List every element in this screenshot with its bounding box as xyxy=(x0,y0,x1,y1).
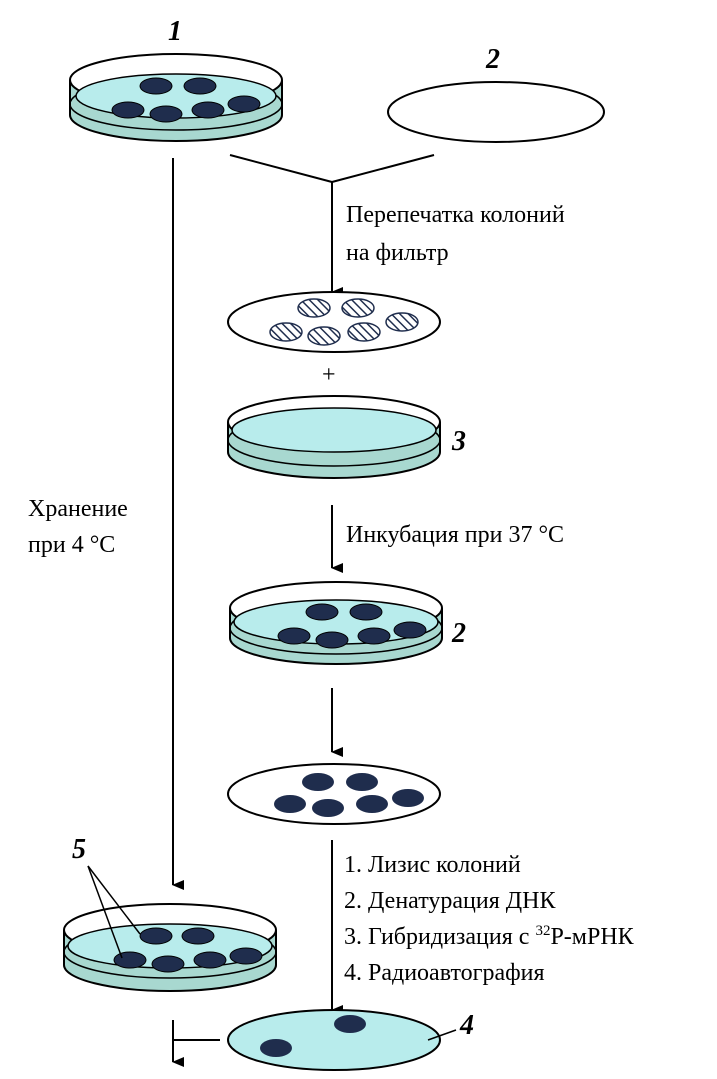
colony xyxy=(183,77,217,95)
incubation-label: Инкубация при 37 °С xyxy=(346,522,564,548)
storage-label-line2: при 4 °С xyxy=(28,532,115,558)
hatched-colony xyxy=(341,298,375,318)
label-2-top: 2 xyxy=(485,44,500,75)
hatched-colony xyxy=(297,298,331,318)
colony xyxy=(305,603,339,621)
colony xyxy=(315,631,349,649)
replica-label-line2: на фильтр xyxy=(346,240,449,266)
petri-dish-5-master xyxy=(63,903,277,992)
replica-label-line1: Перепечатка колоний xyxy=(346,202,565,228)
colony xyxy=(357,627,391,645)
colony xyxy=(227,95,261,113)
colony xyxy=(312,799,344,817)
step-1: 1. Лизис колоний xyxy=(344,852,521,878)
step-4: 4. Радиоавтография xyxy=(344,960,545,986)
positive-signal xyxy=(260,1039,292,1057)
label-3: 3 xyxy=(451,426,466,457)
label-4-leader xyxy=(427,1029,457,1041)
bottom-branch xyxy=(172,1020,220,1067)
hatched-colony xyxy=(269,322,303,342)
plus-sign: + xyxy=(322,362,336,388)
filter-with-replica xyxy=(227,291,441,353)
colony xyxy=(229,947,263,965)
colony xyxy=(392,789,424,807)
step-2: 2. Денатурация ДНК xyxy=(344,888,556,914)
colony xyxy=(181,927,215,945)
petri-dish-2-grown xyxy=(229,581,443,665)
colony xyxy=(393,621,427,639)
colony xyxy=(113,951,147,969)
positive-signal xyxy=(334,1015,366,1033)
colony xyxy=(346,773,378,791)
hatched-colony xyxy=(385,312,419,332)
colony xyxy=(302,773,334,791)
petri-dish-1 xyxy=(69,53,283,142)
label-4: 4 xyxy=(459,1010,474,1041)
colony xyxy=(111,101,145,119)
colonies-dish-5 xyxy=(113,927,263,973)
hatched-colony xyxy=(347,322,381,342)
label-5: 5 xyxy=(72,834,86,865)
colony xyxy=(139,927,173,945)
label-1: 1 xyxy=(168,16,182,47)
colony xyxy=(149,105,183,123)
colonies-dish-2 xyxy=(277,603,427,649)
replica-join-lines xyxy=(229,154,435,183)
colony xyxy=(139,77,173,95)
label-5-pointers xyxy=(87,865,141,959)
colony xyxy=(151,955,185,973)
colony xyxy=(193,951,227,969)
colony xyxy=(349,603,383,621)
colony xyxy=(274,795,306,813)
filter-with-colonies xyxy=(227,763,441,825)
storage-label-line1: Хранение xyxy=(28,496,128,522)
filter-2 xyxy=(387,81,605,143)
petri-dish-3 xyxy=(227,395,441,479)
label-2-mid: 2 xyxy=(451,618,466,649)
colonies-dish-1 xyxy=(111,77,261,123)
colony xyxy=(191,101,225,119)
colony xyxy=(277,627,311,645)
colony xyxy=(356,795,388,813)
hatched-colony xyxy=(307,326,341,346)
autoradiograph-4 xyxy=(227,1009,441,1071)
step-3: 3. Гибридизация с 32Р-мРНК xyxy=(344,923,635,950)
